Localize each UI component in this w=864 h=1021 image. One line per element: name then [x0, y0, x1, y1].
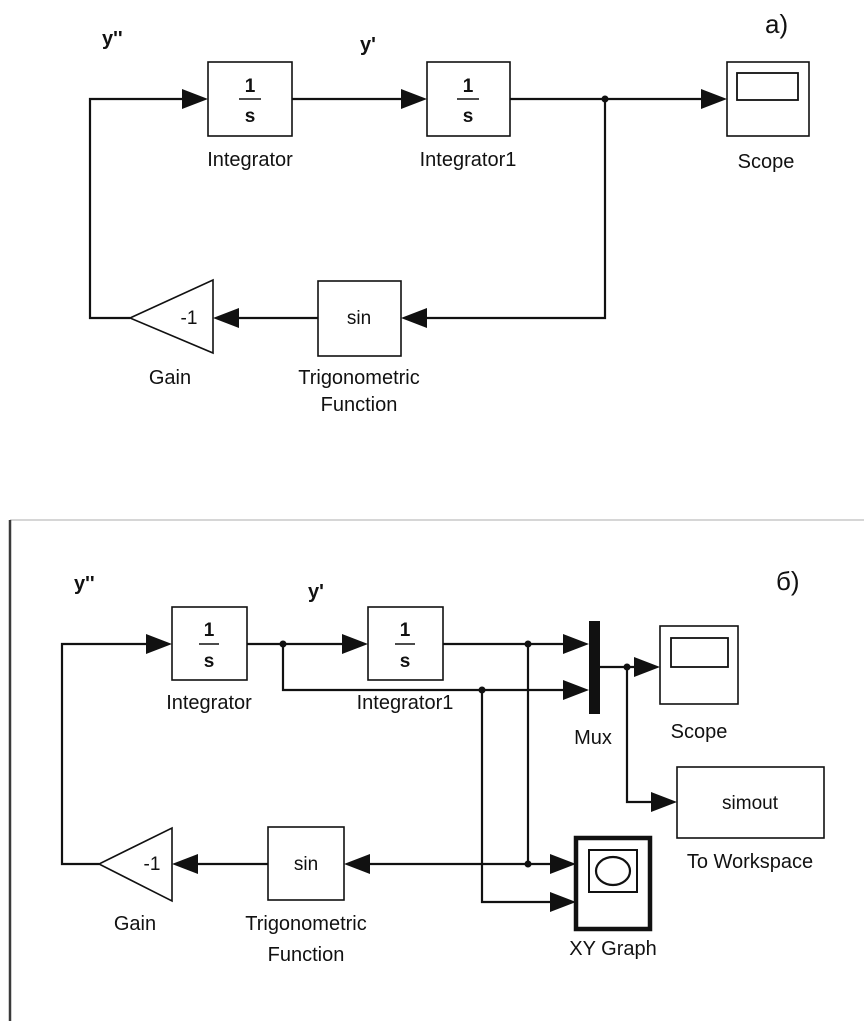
panel-a-scope-label: Scope [738, 151, 795, 173]
panel-b-mux-label: Mux [574, 727, 612, 749]
panel-b-integrator-block[interactable]: 1 s [171, 606, 248, 681]
panel-b-mux-block[interactable] [589, 621, 600, 714]
panel-a-scope-screen-icon [736, 72, 799, 101]
panel-b-trig-label-line2: Function [268, 944, 345, 966]
panel-b-wire-mux-to-workspace [625, 667, 654, 804]
panel-b-integrator-numerator: 1 [204, 620, 215, 641]
panel-b-integrator1-block[interactable]: 1 s [367, 606, 444, 681]
panel-b-wire-gain-to-integrator [60, 642, 149, 866]
panel-b-arrow-into-scope [634, 657, 660, 677]
panel-a-integrator-block[interactable]: 1 s [207, 61, 293, 137]
panel-b-signal-y-prime: y' [308, 581, 324, 603]
panel-a-arrow-into-integrator [182, 89, 208, 109]
panel-b-xy-graph-label: XY Graph [569, 938, 656, 960]
panel-a-signal-y-prime: y' [360, 34, 376, 56]
panel-a-gain-block[interactable]: -1 [128, 278, 214, 355]
panel-a-arrow-into-integrator1 [401, 89, 427, 109]
panel-b-arrow-into-workspace [651, 792, 677, 812]
panel-b-scope-screen-icon [670, 637, 729, 668]
panel-b-to-workspace-block[interactable]: simout [676, 766, 825, 839]
panel-a-integrator1-denominator: s [463, 106, 474, 127]
panel-a-integrator-numerator: 1 [245, 76, 256, 97]
panel-a-wire-gain-to-integrator [88, 97, 184, 320]
panel-b-integrator-label: Integrator [166, 692, 252, 714]
panel-a: а) y'' y' 1 s Integrator 1 s Integr [88, 9, 810, 416]
panel-a-trig-label-line1: Trigonometric [298, 367, 420, 389]
panel-b-trig-label-line1: Trigonometric [245, 913, 367, 935]
panel-b-integrator1-label: Integrator1 [357, 692, 454, 714]
panel-a-integrator-label: Integrator [207, 149, 293, 171]
panel-a-arrow-into-gain [213, 308, 239, 328]
panel-b-gain-block[interactable]: -1 [97, 826, 173, 903]
panel-a-trig-block[interactable]: sin [317, 280, 402, 357]
panel-b-arrow-into-trig [344, 854, 370, 874]
panel-b-gain-value: -1 [144, 854, 161, 875]
panel-b-xy-graph-block[interactable] [573, 835, 653, 932]
panel-a-arrow-into-trig [401, 308, 427, 328]
panel-a-tag: а) [765, 9, 788, 39]
panel-b-wire-yprime-to-xygraph [480, 690, 553, 904]
panel-b-scope-label: Scope [671, 721, 728, 743]
panel-b-arrow-into-mux-2 [563, 680, 589, 700]
panel-a-integrator1-numerator: 1 [463, 76, 474, 97]
panel-b-integrator-denominator: s [204, 651, 215, 672]
panel-a-trig-text: sin [347, 308, 371, 329]
panel-b-arrow-into-gain [172, 854, 198, 874]
panel-b-arrow-into-integrator1 [342, 634, 368, 654]
panel-b-to-workspace-text: simout [722, 793, 779, 814]
panel-b-arrow-into-mux-1 [563, 634, 589, 654]
panel-b-tag: б) [776, 566, 800, 596]
panel-b-xy-graph-ellipse-icon [594, 855, 632, 887]
panel-a-gain-value: -1 [181, 308, 198, 329]
panel-b-integrator1-numerator: 1 [400, 620, 411, 641]
panel-b-trig-block[interactable]: sin [267, 826, 345, 901]
panel-a-integrator-denominator: s [245, 106, 256, 127]
panel-b-trig-text: sin [294, 854, 318, 875]
panel-b: б) y'' y' 1 [8, 519, 864, 1021]
panel-b-mux-bar [589, 621, 600, 714]
panel-a-scope-block[interactable] [726, 61, 810, 137]
panel-a-integrator1-block[interactable]: 1 s [426, 61, 511, 137]
panel-b-arrow-into-xygraph-2 [550, 892, 576, 912]
panel-b-integrator1-denominator: s [400, 651, 411, 672]
panel-a-gain-label: Gain [149, 367, 191, 389]
panel-a-wire-branch-to-trig [424, 99, 607, 320]
panel-b-arrow-into-xygraph-1 [550, 854, 576, 874]
panel-b-to-workspace-label: To Workspace [687, 851, 813, 873]
panel-a-arrow-into-scope [701, 89, 727, 109]
panel-b-gain-label: Gain [114, 913, 156, 935]
panel-a-integrator1-label: Integrator1 [420, 149, 517, 171]
panel-b-scope-block[interactable] [659, 625, 739, 705]
panel-b-signal-y-double-prime: y'' [74, 573, 95, 595]
panel-a-trig-label-line2: Function [321, 394, 398, 416]
panel-b-arrow-into-integrator [146, 634, 172, 654]
panel-a-signal-y-double-prime: y'' [102, 28, 123, 50]
panel-b-wire-yprime-to-mux [281, 644, 566, 692]
